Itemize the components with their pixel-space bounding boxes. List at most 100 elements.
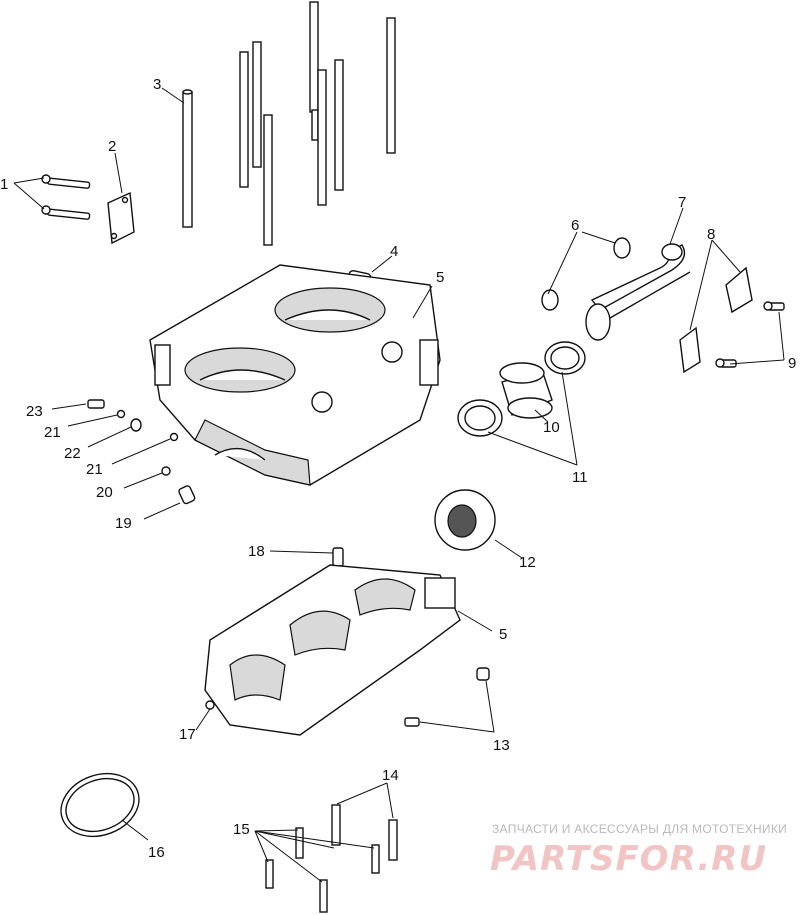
callout-19: 19 — [115, 515, 132, 532]
bolt-part — [46, 208, 91, 220]
callout-8: 8 — [707, 226, 715, 243]
reed-opening — [199, 369, 286, 381]
sleeve-bottom — [507, 397, 553, 419]
port-hole — [311, 391, 333, 413]
bearing-saddle — [229, 654, 286, 701]
lower-crankcase — [204, 564, 461, 736]
lower-flange — [424, 577, 456, 609]
hose-elbow-part-7 — [585, 243, 691, 341]
callout-22: 22 — [64, 445, 81, 462]
clamps-part-11 — [457, 341, 586, 437]
case-bolt — [388, 819, 398, 861]
bolt-part — [46, 177, 91, 189]
callout-2: 2 — [108, 138, 116, 155]
callout-5-lower: 5 — [499, 626, 507, 643]
case-bolts-14-15 — [265, 804, 398, 913]
screw-head — [763, 301, 773, 311]
screws-part-9 — [715, 301, 785, 368]
drain-plug — [205, 700, 215, 710]
stud-part — [263, 114, 273, 246]
callout-14: 14 — [382, 767, 399, 784]
plate-hole — [110, 232, 118, 240]
callout-4: 4 — [390, 243, 398, 260]
stud-part — [252, 41, 262, 168]
oil-seal-part-12 — [434, 489, 496, 551]
bolt-head — [41, 174, 51, 184]
plugs-part-13 — [404, 667, 490, 727]
snap-ring-inner — [65, 777, 135, 833]
o-ring — [613, 237, 631, 259]
washer-21 — [169, 432, 179, 442]
cover-plate-part-2 — [107, 191, 135, 245]
callout-9: 9 — [788, 355, 796, 372]
callout-15: 15 — [233, 821, 250, 838]
callout-21-bottom: 21 — [86, 461, 103, 478]
pin-19 — [178, 485, 196, 505]
callout-16: 16 — [148, 844, 165, 861]
plug-20 — [161, 466, 171, 476]
snap-ring-part-16 — [60, 772, 140, 838]
stud-part — [182, 89, 193, 95]
o-rings-part-6 — [541, 237, 631, 311]
case-bolt — [371, 844, 380, 874]
callout-labels: 1 2 3 4 5 5 6 7 8 9 10 11 12 13 14 15 16… — [0, 76, 796, 861]
bolt-23 — [87, 399, 105, 409]
callout-23: 23 — [26, 403, 43, 420]
hose-clamp-inner — [550, 346, 580, 370]
flange — [419, 339, 439, 386]
brackets-part-8 — [679, 266, 753, 374]
case-bolt — [319, 879, 328, 913]
callout-20: 20 — [96, 484, 113, 501]
plate-hole — [121, 196, 129, 204]
bracket — [679, 326, 701, 374]
port-hole — [381, 341, 403, 363]
leader-lines — [13, 87, 785, 883]
lower-case-body — [204, 564, 461, 736]
callout-18: 18 — [248, 543, 265, 560]
screw-head — [715, 358, 725, 368]
stud-part — [311, 109, 319, 141]
fitting-22 — [130, 418, 142, 432]
sleeve-part-10 — [499, 362, 553, 419]
small-parts-19-23 — [87, 399, 196, 505]
plug — [476, 667, 490, 681]
watermark-logo: PARTSFOR.RU — [490, 839, 767, 879]
bracket — [725, 266, 753, 314]
dowel-part-18 — [332, 547, 344, 567]
oil-seal-inner — [447, 504, 477, 538]
callout-21-top: 21 — [44, 424, 61, 441]
bolt-head — [41, 205, 51, 215]
stud-part — [182, 91, 193, 228]
callout-6: 6 — [571, 217, 579, 234]
stud-part — [317, 69, 327, 206]
bearing-cradle — [214, 447, 266, 461]
case-bolt — [331, 804, 341, 846]
hose-end — [585, 303, 611, 341]
hose-body — [609, 271, 691, 319]
cover-plate — [107, 191, 135, 245]
bearing-saddle — [354, 578, 416, 616]
watermark-caption: ЗАПЧАСТИ И АКСЕССУАРЫ ДЛЯ МОТОТЕХНИКИ — [492, 822, 787, 836]
flange — [154, 344, 171, 386]
stud-part — [239, 51, 249, 188]
case-bolt — [295, 827, 304, 859]
callout-12: 12 — [519, 554, 536, 571]
callout-13: 13 — [493, 737, 510, 754]
upper-crankcase — [149, 264, 441, 486]
callout-17: 17 — [179, 726, 196, 743]
stud-part — [309, 1, 319, 113]
hose-end — [661, 243, 683, 261]
callout-5-upper: 5 — [436, 269, 444, 286]
callout-7: 7 — [678, 194, 686, 211]
reed-opening — [284, 309, 371, 321]
washer-21 — [116, 409, 126, 419]
callout-11: 11 — [572, 469, 588, 486]
cylinder-studs — [182, 1, 396, 246]
sleeve-top — [499, 362, 545, 384]
bearing-saddle — [289, 610, 351, 656]
callout-1: 1 — [0, 176, 8, 193]
stud-part — [334, 59, 344, 191]
callout-10: 10 — [543, 419, 560, 436]
